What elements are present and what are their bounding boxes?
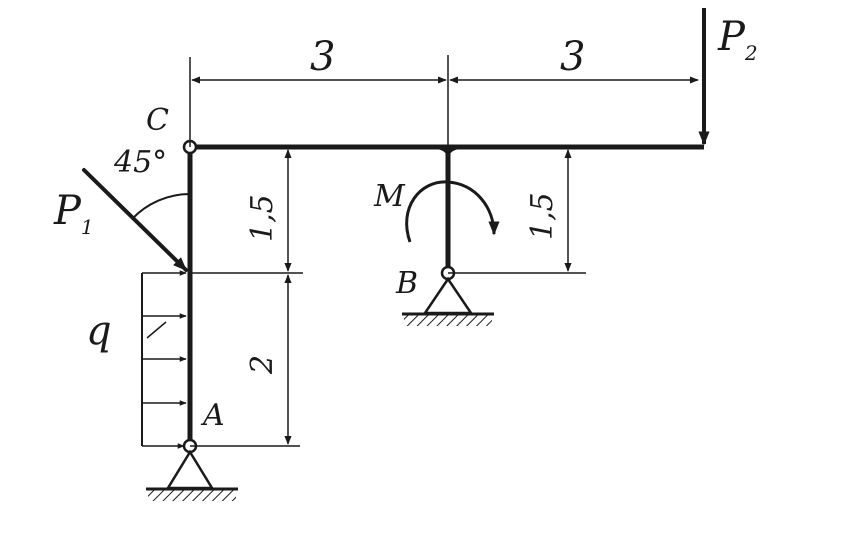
dim-label-top-right: 3 [560,34,585,80]
label-q: q [86,308,112,354]
label-moment-m: M [373,179,406,214]
dim-label-left-lower: 2 [245,355,280,375]
q-leader [146,321,167,339]
label-c: C [146,103,169,138]
moment-m [405,180,500,243]
label-p2-sub: 2 [744,41,758,65]
angle-arc-45 [131,193,191,220]
frame [187,144,704,446]
dim-label-left-upper: 1,5 [245,194,280,242]
label-p2-base: P [717,14,746,60]
label-p2: P2 [717,14,758,65]
support-a [146,449,238,501]
label-p1: P1 [53,188,94,239]
dimensions [189,55,699,447]
label-angle-45: 45° [113,145,167,180]
label-p1-base: P [53,188,82,234]
beam-joint-fillet [436,149,460,162]
dim-label-right: 1,5 [525,192,560,240]
dim-label-top-left: 3 [310,34,335,80]
label-p1-sub: 1 [81,215,94,239]
label-a: A [200,398,225,433]
distributed-load-q [141,270,187,449]
force-p1 [82,168,191,272]
label-b: B [395,266,418,301]
support-b [402,276,494,326]
